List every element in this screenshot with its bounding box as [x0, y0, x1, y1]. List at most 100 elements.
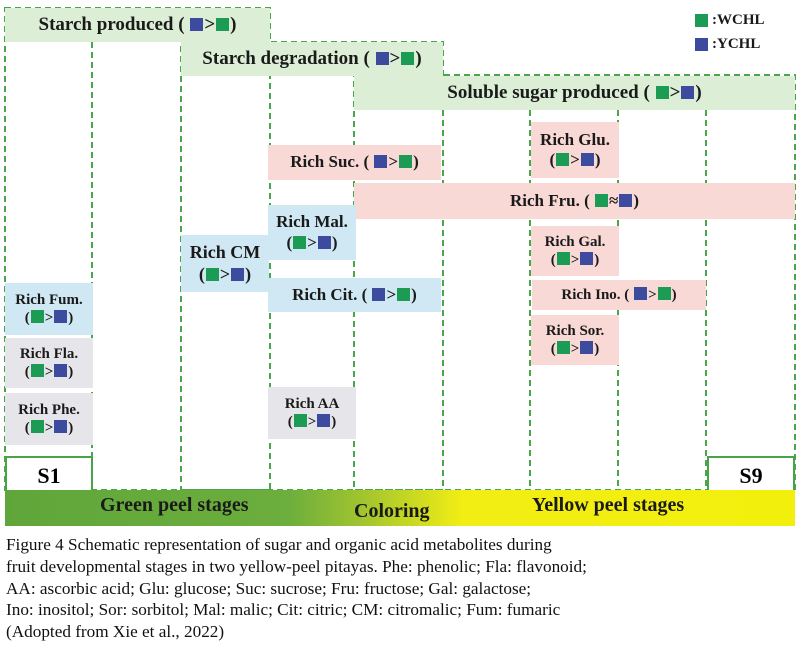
wchl-square-icon [401, 51, 415, 65]
rich-fla-box: Rich Fla. ( >) [5, 338, 93, 388]
paren: ) [68, 364, 74, 380]
rich-glu-box: Rich Glu.(>) [531, 122, 619, 178]
ychl-swatch-icon [695, 38, 708, 51]
box-label: Rich Phe. [18, 402, 80, 418]
paren: ( [198, 263, 205, 284]
ratio-comparison: (>) [199, 264, 251, 286]
caption-line: Figure 4 Schematic representation of sug… [6, 535, 552, 554]
wchl-square-icon [293, 235, 307, 249]
ychl-square-icon [580, 252, 594, 265]
paren: ) [415, 47, 422, 69]
ychl-square-icon [634, 287, 648, 300]
box-label: Rich Cit. ( [292, 284, 368, 304]
comparison-symbol: > [570, 341, 580, 357]
ychl-square-icon [317, 235, 331, 249]
ychl-square-icon [54, 364, 68, 377]
green-peel-label: Green peel stages [100, 494, 249, 516]
comparison-symbol: ≈ [609, 190, 619, 210]
ratio-comparison: ( >) [24, 363, 74, 381]
rich-fru-box: Rich Fru. ( ≈) [354, 183, 795, 219]
yellow-peel-label: Yellow peel stages [532, 494, 685, 516]
paren: ) [331, 414, 337, 430]
wchl-square-icon [397, 287, 411, 301]
wchl-square-icon [556, 341, 570, 354]
box-text: Soluble sugar produced ( >) [447, 82, 701, 105]
box-text: Rich Fru. ( ≈) [510, 191, 639, 211]
ychl-square-icon [54, 420, 68, 433]
ratio-comparison: ( >) [550, 251, 600, 269]
comparison-symbol: > [44, 364, 54, 380]
ychl-square-icon [375, 51, 389, 65]
stage-s9-box: S9 [707, 456, 795, 496]
ratio-comparison: (>) [24, 309, 74, 327]
legend-ychl: :YCHL [694, 36, 760, 53]
paren: ) [68, 420, 74, 436]
wchl-square-icon [30, 310, 44, 323]
ychl-square-icon [54, 310, 68, 323]
box-label: Starch produced ( [38, 13, 185, 35]
ychl-square-icon [374, 155, 388, 169]
rich-sor-box: Rich Sor.(>) [531, 315, 619, 365]
paren: ) [413, 152, 419, 172]
wchl-square-icon [293, 414, 307, 427]
metabolite-diagram: Starch produced ( >) Starch degradation … [4, 7, 796, 526]
paren: ( [24, 364, 30, 380]
paren: ( [550, 252, 556, 268]
paren: ) [331, 232, 338, 252]
ychl-square-icon [372, 287, 386, 301]
legend-wchl: :WCHL [694, 12, 765, 29]
comparison-symbol: > [388, 152, 399, 172]
ratio-comparison: ( >) [24, 419, 74, 437]
comparison-symbol: > [389, 47, 401, 69]
caption-line: AA: ascorbic acid; Glu: glucose; Suc: su… [6, 578, 532, 598]
paren: ) [68, 310, 74, 326]
rich-suc-box: Rich Suc. ( >) [268, 145, 441, 180]
wchl-square-icon [205, 267, 219, 281]
wchl-square-icon [30, 420, 44, 433]
caption-line: (Adopted from Xie et al., 2022) [6, 622, 225, 642]
caption-line: fruit developmental stages in two yellow… [6, 556, 587, 576]
paren: ) [594, 341, 600, 357]
comparison-symbol: > [386, 284, 397, 304]
comparison-symbol: > [307, 414, 317, 430]
ychl-square-icon [580, 341, 594, 354]
rich-cit-box: Rich Cit. ( >) [268, 278, 441, 312]
coloring-label: Coloring [354, 500, 430, 522]
rich-aa-box: Rich AA(>) [268, 387, 356, 439]
comparison-symbol: > [219, 263, 231, 284]
box-text: Rich Ino. ( >) [561, 286, 677, 304]
rich-gal-box: Rich Gal.(>) [531, 226, 619, 276]
comparison-symbol: > [307, 232, 317, 252]
caption-line: Ino: inositol; Sor: sorbitol; Mal: malic… [6, 600, 561, 620]
box-label: Rich Fum. [15, 292, 83, 308]
box-label: Rich Fla. [19, 346, 79, 362]
paren: ) [411, 284, 417, 304]
ychl-square-icon [681, 85, 695, 99]
box-label: Rich Suc. ( [290, 152, 370, 172]
wchl-square-icon [556, 252, 570, 265]
ratio-comparison: (>) [549, 150, 600, 170]
box-label: Rich Glu. [540, 129, 610, 149]
rich-mal-box: Rich Mal.(>) [268, 205, 356, 260]
wchl-swatch-icon [695, 14, 708, 27]
starch-produced-bar: Starch produced ( >) [5, 8, 270, 42]
paren: ) [594, 252, 600, 268]
ratio-comparison: (>) [551, 340, 600, 358]
comparison-symbol: > [570, 252, 580, 268]
rich-cm-box: Rich CM(>) [181, 235, 269, 292]
comparison-symbol: > [669, 81, 681, 103]
comparison-symbol: > [44, 420, 54, 436]
comparison-symbol: > [204, 13, 216, 35]
ychl-square-icon [231, 267, 245, 281]
wchl-square-icon [216, 17, 230, 31]
paren: ( [24, 310, 30, 326]
box-label: Rich Mal. [276, 212, 348, 232]
legend-wchl-label: :WCHL [712, 12, 765, 28]
wchl-square-icon [657, 287, 671, 300]
box-label: Rich AA [284, 396, 340, 412]
paren: ( [24, 420, 30, 436]
comparison-symbol: > [648, 287, 657, 303]
figure-caption: Figure 4 Schematic representation of sug… [6, 534, 796, 643]
box-text: Starch degradation ( >) [202, 48, 421, 71]
box-text: Rich Cit. ( >) [292, 285, 417, 305]
